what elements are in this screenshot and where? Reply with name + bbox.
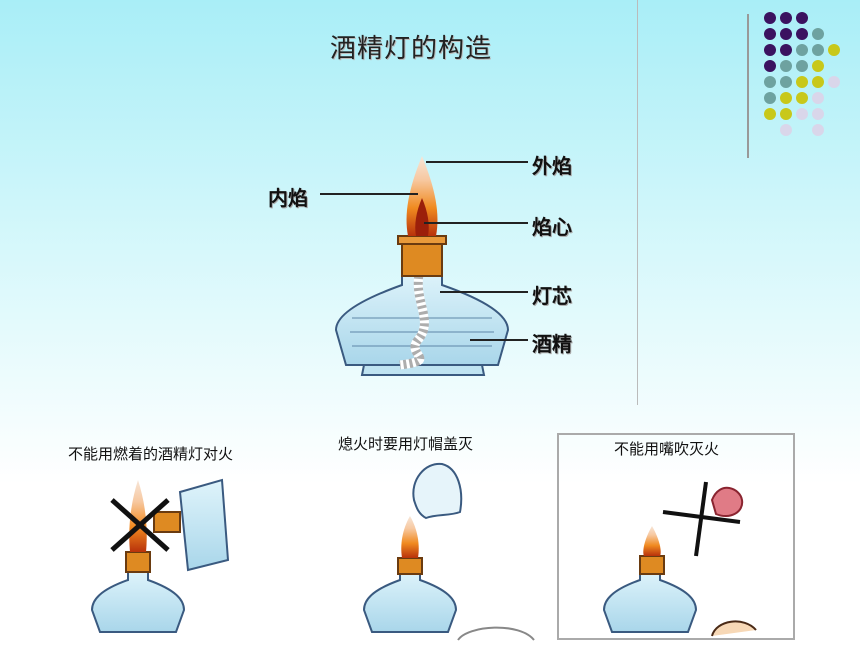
decor-dot: [796, 28, 808, 40]
decor-dot: [812, 92, 824, 104]
decor-dot: [796, 92, 808, 104]
caption-no-blow-out: 不能用嘴吹灭火: [614, 440, 720, 458]
label-outer-flame: 外焰: [532, 154, 572, 178]
decor-dot: [764, 92, 776, 104]
decor-dot: [812, 76, 824, 88]
decor-dot: [796, 60, 808, 72]
decor-dot: [780, 76, 792, 88]
lamp-blow-scene: [557, 433, 795, 640]
decor-dot: [796, 44, 808, 56]
lamp-left-scene: [90, 478, 230, 633]
decor-dot: [780, 28, 792, 40]
decor-vertical-line: [747, 14, 749, 158]
decor-dot: [764, 44, 776, 56]
decor-dot: [796, 76, 808, 88]
decor-dot: [764, 76, 776, 88]
decor-dot: [812, 60, 824, 72]
decor-dot: [812, 44, 824, 56]
decor-dot: [780, 108, 792, 120]
lamp-cap-scene: [362, 462, 535, 641]
page-title: 酒精灯的构造: [330, 34, 493, 64]
decor-dot: [780, 124, 792, 136]
decorative-dot-grid: [764, 12, 844, 142]
label-flame-core: 焰心: [532, 215, 572, 239]
decor-dot: [828, 76, 840, 88]
decor-dot: [764, 108, 776, 120]
decor-dot: [780, 60, 792, 72]
caption-no-light-from-lamp: 不能用燃着的酒精灯对火: [68, 445, 234, 463]
label-inner-flame: 内焰: [268, 186, 308, 210]
decor-dot: [812, 28, 824, 40]
decor-dot: [764, 12, 776, 24]
decor-dot: [780, 12, 792, 24]
decor-dot: [812, 124, 824, 136]
decor-dot: [780, 44, 792, 56]
decor-dot: [764, 60, 776, 72]
divider-vertical-line: [637, 0, 638, 405]
decor-dot: [780, 92, 792, 104]
caption-extinguish-with-cap: 熄火时要用灯帽盖灭: [338, 435, 474, 453]
decor-dot: [796, 12, 808, 24]
decor-dot: [812, 108, 824, 120]
label-alcohol: 酒精: [532, 332, 572, 356]
label-wick: 灯芯: [532, 284, 572, 308]
decor-dot: [764, 28, 776, 40]
decor-dot: [828, 44, 840, 56]
decor-dot: [796, 108, 808, 120]
main-alcohol-lamp: [334, 156, 510, 376]
